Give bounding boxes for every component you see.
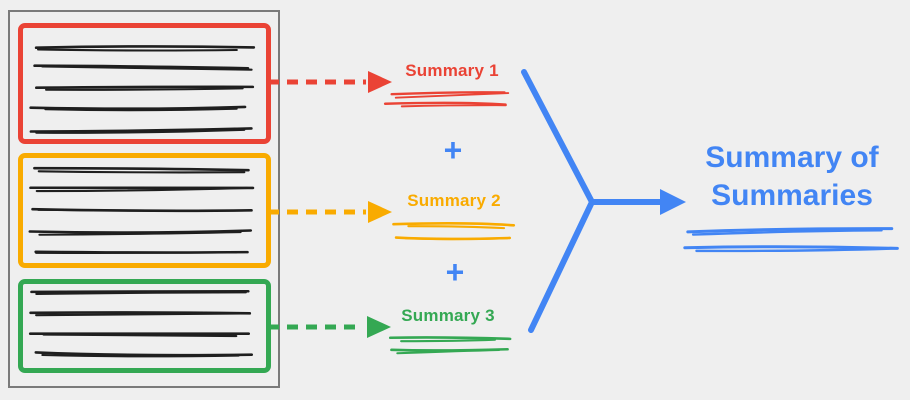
plus-operator-1: + [443, 132, 463, 168]
scribble-stroke [383, 101, 507, 106]
summary-3-label: Summary 3 [401, 306, 495, 325]
arrow-section2-to-summary2 [268, 201, 392, 223]
summary-2-label: Summary 2 [407, 191, 501, 210]
document-section-2 [18, 153, 271, 268]
scribble-stroke [691, 229, 883, 236]
summary-1-label: Summary 1 [405, 61, 499, 80]
scribble-stroke [392, 222, 516, 227]
plus-operator-2: + [445, 254, 465, 290]
scribble-stroke [394, 236, 512, 241]
scribble-stroke [390, 91, 506, 96]
arrow-section1-to-summary1 [268, 71, 392, 93]
merge-arrow [521, 69, 686, 333]
scribble-stroke [390, 347, 509, 352]
scribble-stroke [683, 245, 899, 250]
document-section-1 [18, 23, 271, 144]
scribble-stroke [400, 104, 507, 108]
document-section-3 [18, 279, 271, 373]
final-summary-label: Summary of Summaries [705, 141, 879, 212]
scribble-stroke [686, 227, 894, 234]
source-document-frame [8, 10, 280, 388]
scribble-stroke [394, 92, 510, 99]
scribble-stroke [695, 247, 899, 253]
arrow-section3-to-summary3 [268, 316, 391, 338]
scribble-stroke [396, 348, 501, 355]
scribble-stroke [404, 237, 509, 241]
scribble-stroke [400, 338, 497, 343]
scribble-stroke [388, 336, 512, 341]
scribble-stroke [407, 225, 506, 230]
